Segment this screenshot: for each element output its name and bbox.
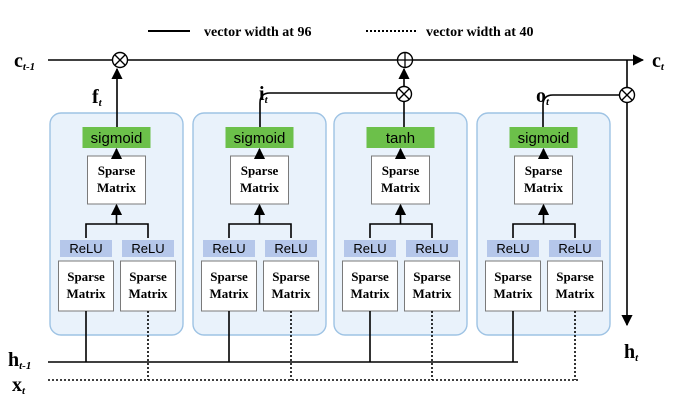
sparse-matrix-label: Sparse xyxy=(351,269,389,284)
output-multiply-icon xyxy=(618,86,636,104)
sparse-matrix-label: Matrix xyxy=(67,286,106,301)
legend-solid-label: vector width at 96 xyxy=(204,25,311,40)
input-multiply-icon xyxy=(395,85,413,103)
sparse-matrix-label: Matrix xyxy=(556,286,595,301)
sparse-matrix-label: Sparse xyxy=(525,163,563,178)
relu-label: ReLU xyxy=(353,241,386,256)
relu-label: ReLU xyxy=(558,241,591,256)
gate-output-wires xyxy=(111,67,619,127)
relu-box xyxy=(344,240,396,257)
sparse-matrix-box xyxy=(514,155,573,205)
sparse-matrix-box xyxy=(342,260,398,312)
sparse-matrix-label: Matrix xyxy=(351,286,390,301)
relu-box xyxy=(406,240,458,257)
cell-add-icon xyxy=(396,51,414,69)
relu-box xyxy=(203,240,255,257)
sparse-matrix-label: Sparse xyxy=(129,269,167,284)
sparse-matrix-label: Sparse xyxy=(241,163,279,178)
sparse-matrix-label: Sparse xyxy=(556,269,594,284)
gates-layer: sigmoidSparseMatrixReLUSparseMatrixReLUS… xyxy=(49,112,611,380)
sparse-matrix-box xyxy=(120,260,176,312)
activation-label: sigmoid xyxy=(518,130,570,147)
c-prev-label: ct-1 xyxy=(14,50,35,73)
relu-label: ReLU xyxy=(274,241,307,256)
relu-box xyxy=(60,240,112,257)
legend-dotted-label: vector width at 40 xyxy=(426,25,533,40)
activation-box xyxy=(225,127,294,148)
sparse-matrix-label: Matrix xyxy=(210,286,249,301)
activation-label: sigmoid xyxy=(234,130,286,147)
sparse-matrix-label: Sparse xyxy=(67,269,105,284)
x-input-label: xt xyxy=(12,374,26,397)
sparse-matrix-label: Sparse xyxy=(382,163,420,178)
signal-labels: ct-1 ct ht-1 xt ht xyxy=(8,50,665,397)
forget-multiply-icon xyxy=(111,51,129,69)
gate-block-0: sigmoidSparseMatrixReLUSparseMatrixReLUS… xyxy=(49,112,184,380)
operators-layer: ft it ot xyxy=(92,51,636,127)
sparse-matrix-box xyxy=(87,155,146,205)
relu-box xyxy=(122,240,174,257)
sparse-matrix-box xyxy=(404,260,460,312)
relu-box xyxy=(487,240,539,257)
sparse-matrix-box xyxy=(371,155,430,205)
c-next-label: ct xyxy=(652,50,665,73)
relu-label: ReLU xyxy=(131,241,164,256)
gate-output-label: ft xyxy=(92,86,103,109)
sparse-matrix-box xyxy=(58,260,114,312)
relu-label: ReLU xyxy=(69,241,102,256)
sparse-matrix-label: Matrix xyxy=(272,286,311,301)
relu-label: ReLU xyxy=(415,241,448,256)
legend: vector width at 96 vector width at 40 xyxy=(148,25,533,40)
h-prev-label: ht-1 xyxy=(8,349,31,372)
activation-label: sigmoid xyxy=(91,130,143,147)
activation-box xyxy=(366,127,435,148)
relu-box xyxy=(265,240,317,257)
relu-box xyxy=(549,240,601,257)
activation-box xyxy=(509,127,578,148)
sparse-matrix-label: Sparse xyxy=(98,163,136,178)
sparse-matrix-label: Sparse xyxy=(413,269,451,284)
gate-block-3: sigmoidSparseMatrixReLUSparseMatrixReLUS… xyxy=(476,112,611,380)
sparse-matrix-label: Matrix xyxy=(524,180,563,195)
sparse-matrix-label: Matrix xyxy=(129,286,168,301)
activation-label: tanh xyxy=(386,130,415,147)
sparse-matrix-label: Matrix xyxy=(413,286,452,301)
gate-block-2: tanhSparseMatrixReLUSparseMatrixReLUSpar… xyxy=(333,112,468,380)
gate-output-label: ot xyxy=(536,85,550,108)
sparse-matrix-label: Sparse xyxy=(210,269,248,284)
activation-box xyxy=(82,127,151,148)
sparse-matrix-box xyxy=(230,155,289,205)
sparse-matrix-label: Matrix xyxy=(240,180,279,195)
sparse-matrix-label: Matrix xyxy=(381,180,420,195)
gate-output-label: it xyxy=(259,83,269,106)
sparse-matrix-box xyxy=(485,260,541,312)
sparse-matrix-label: Sparse xyxy=(272,269,310,284)
sparse-matrix-label: Sparse xyxy=(494,269,532,284)
h-next-label: ht xyxy=(624,341,639,364)
gate-block-1: sigmoidSparseMatrixReLUSparseMatrixReLUS… xyxy=(192,112,327,380)
relu-label: ReLU xyxy=(212,241,245,256)
sparse-matrix-label: Matrix xyxy=(97,180,136,195)
relu-label: ReLU xyxy=(496,241,529,256)
sparse-matrix-label: Matrix xyxy=(494,286,533,301)
